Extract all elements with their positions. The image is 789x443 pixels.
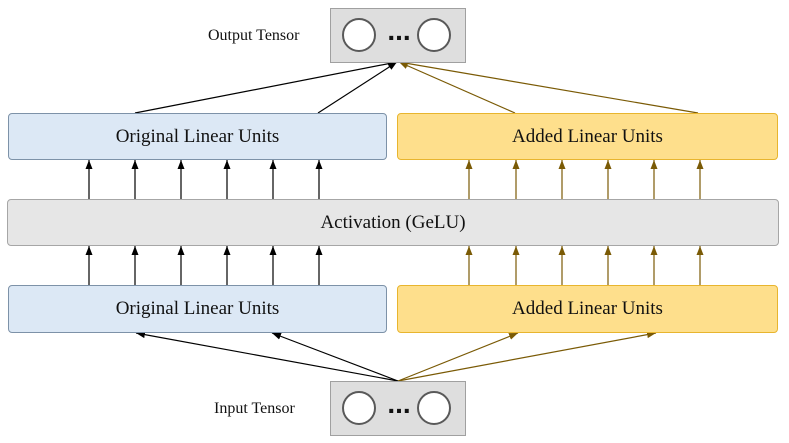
neuron-circle-icon — [342, 391, 376, 425]
input-arrows-added — [397, 331, 657, 382]
ellipsis: ... — [387, 15, 411, 46]
upper-arrows-added — [465, 160, 704, 199]
neuron-circle-icon — [417, 18, 451, 52]
lower-arrows-added — [465, 246, 704, 285]
input-tensor: ... — [330, 381, 466, 436]
output-arrows-added — [398, 60, 699, 114]
output-arrows-original — [134, 60, 398, 114]
neuron-circle-icon — [342, 18, 376, 52]
upper-arrows-original — [85, 160, 323, 199]
lower-arrows-original — [85, 246, 323, 285]
ellipsis: ... — [387, 388, 411, 419]
output-tensor: ... — [330, 8, 466, 63]
neuron-circle-icon — [417, 391, 451, 425]
lower-original-linear-units: Original Linear Units — [8, 285, 387, 333]
activation-gelu: Activation (GeLU) — [7, 199, 779, 246]
input-tensor-label: Input Tensor — [214, 400, 295, 417]
upper-original-linear-units: Original Linear Units — [8, 113, 387, 160]
input-arrows-original — [135, 331, 399, 382]
output-tensor-label: Output Tensor — [208, 27, 300, 44]
lower-added-linear-units: Added Linear Units — [397, 285, 778, 333]
upper-added-linear-units: Added Linear Units — [397, 113, 778, 160]
